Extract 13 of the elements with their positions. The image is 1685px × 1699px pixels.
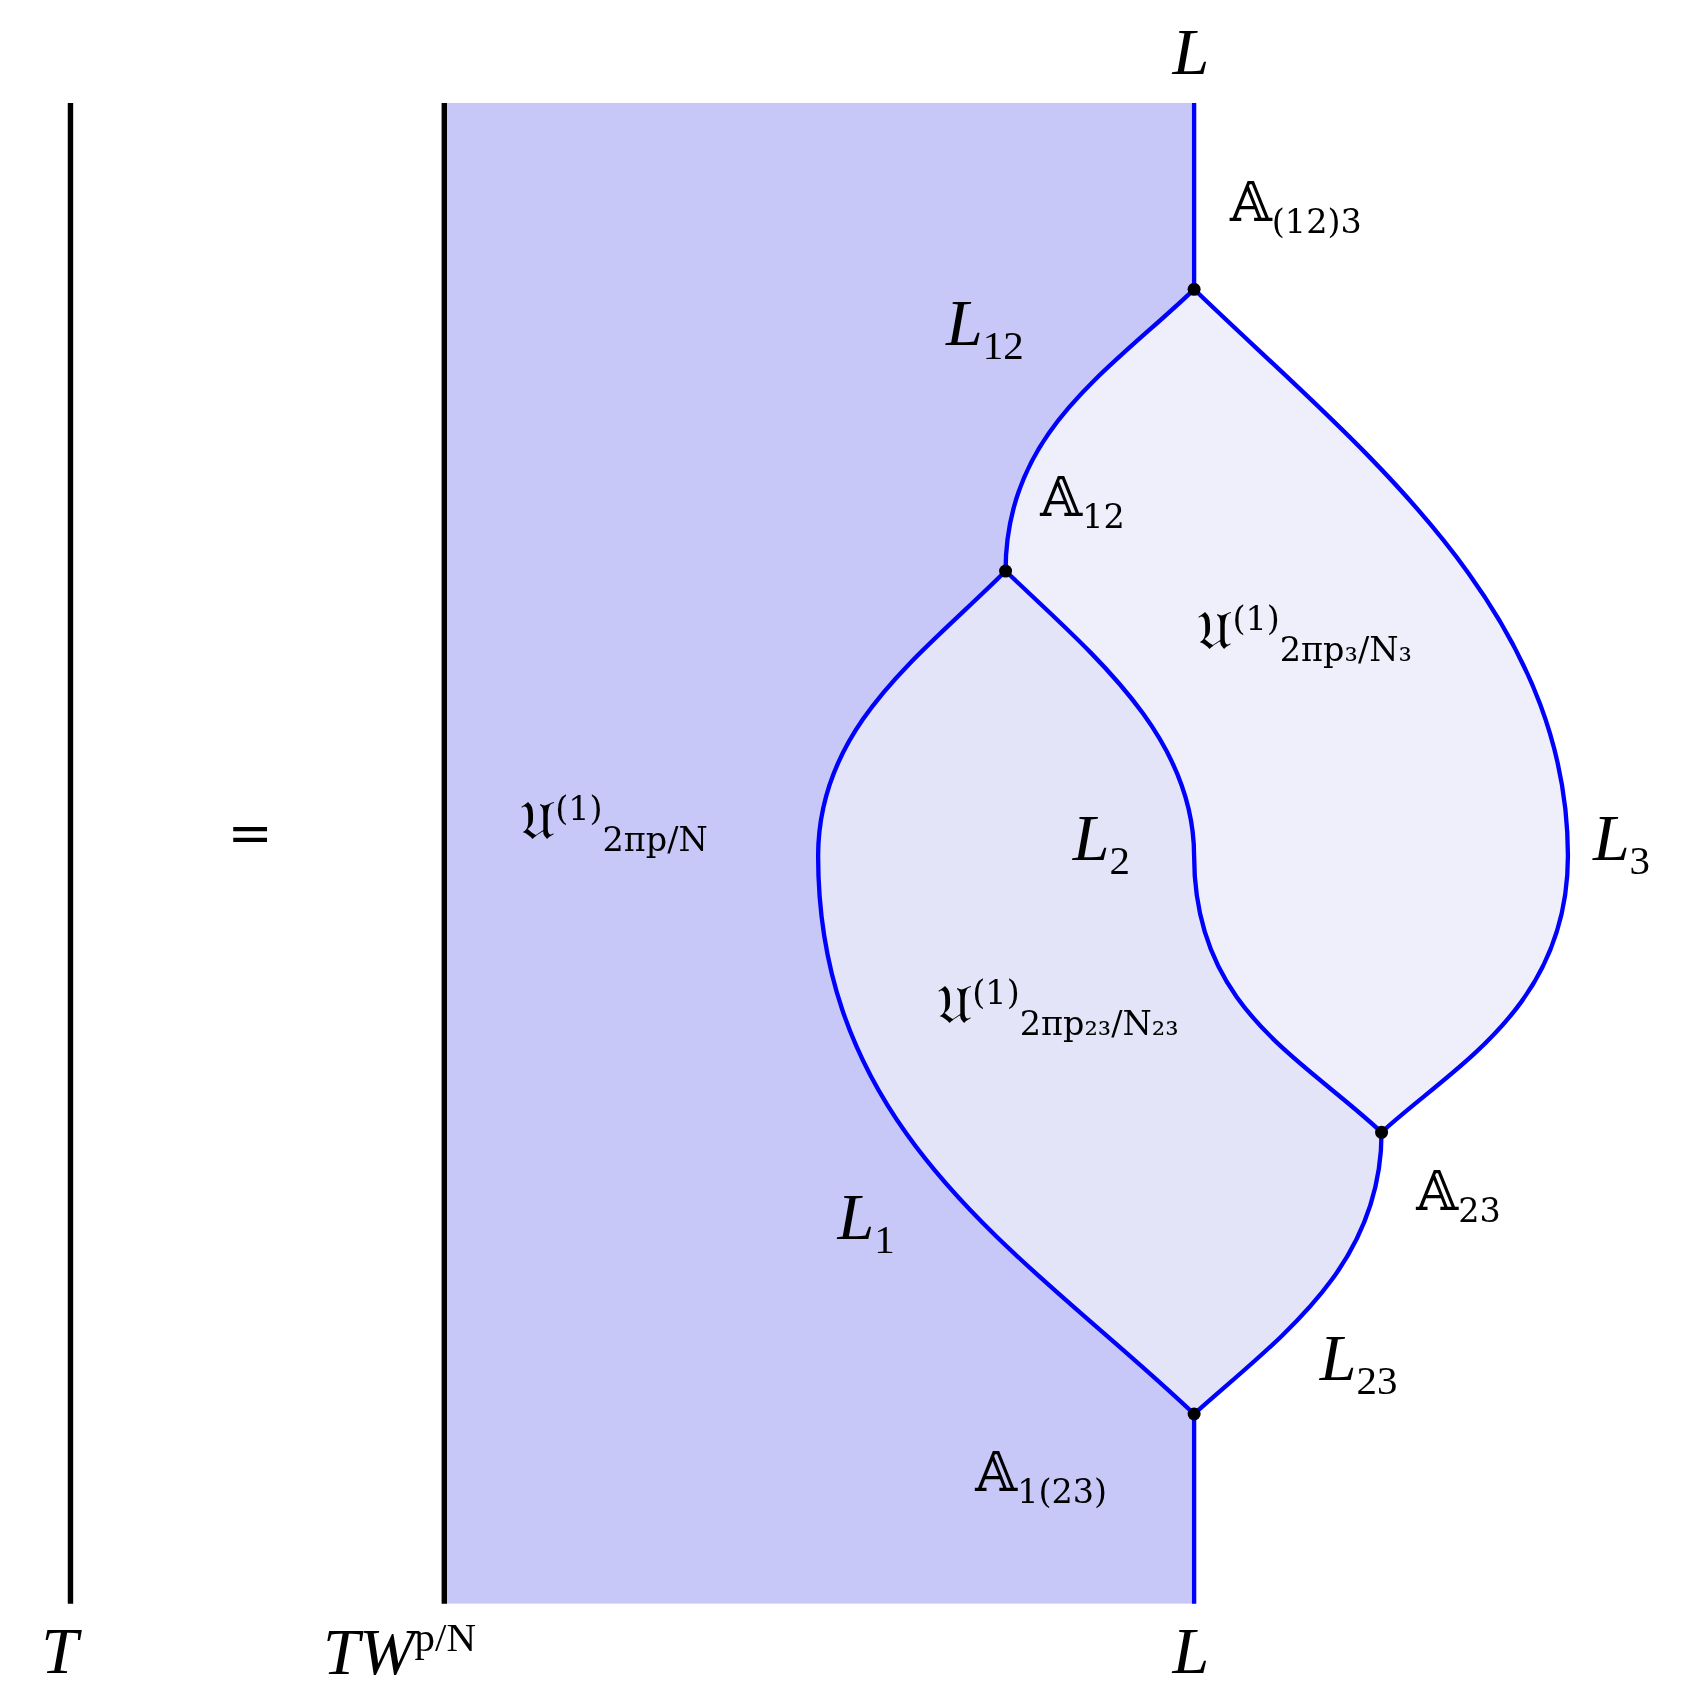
junction-label: 𝔸$_{1(23)}$ — [975, 1443, 1108, 1511]
line-label: L$_{2}$ — [1072, 801, 1130, 884]
junction-label: 𝔸$_{23}$ — [1416, 1161, 1501, 1230]
line-label: L — [1172, 16, 1210, 89]
line-label: L$_{1}$ — [837, 1181, 895, 1263]
line-label: L$_{23}$ — [1319, 1322, 1398, 1404]
line-label: L$_{12}$ — [945, 287, 1024, 369]
junction-label: 𝔸$_{12}$ — [1040, 468, 1125, 536]
line-label: L — [1172, 1614, 1210, 1688]
line-label: TW$^{p/N}$ — [322, 1614, 476, 1689]
junction-label: 𝔸$_{(12)3}$ — [1229, 173, 1362, 241]
equals-sign: = — [227, 804, 273, 864]
line-label: L$_{3}$ — [1592, 801, 1651, 884]
